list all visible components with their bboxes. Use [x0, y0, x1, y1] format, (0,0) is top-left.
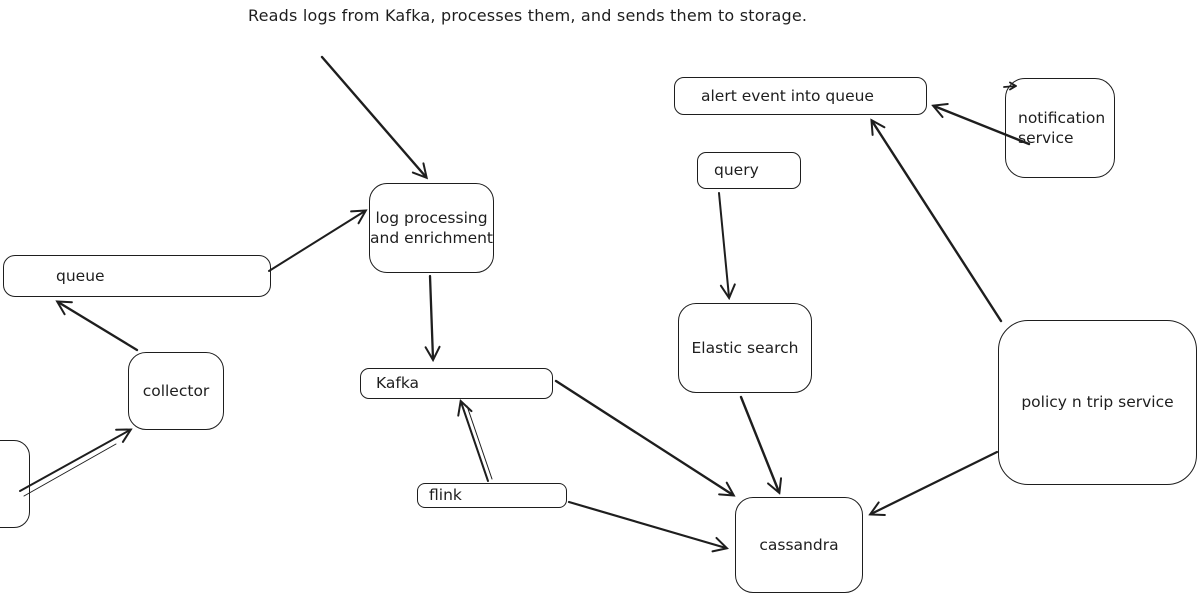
node-kafka-label: Kafka — [376, 374, 420, 393]
node-log-processing-label: log processing and enrichment — [370, 208, 494, 247]
node-kafka[interactable]: Kafka — [360, 368, 553, 399]
node-collector[interactable]: collector — [128, 352, 224, 430]
node-alert-event-queue[interactable]: alert event into queue — [674, 77, 927, 115]
node-notification-service-label: notification service — [1018, 108, 1106, 147]
node-flink[interactable]: flink — [417, 483, 567, 508]
arrow-log-processing-to-kafka[interactable] — [430, 274, 433, 359]
diagram-title: Reads logs from Kafka, processes them, a… — [248, 6, 808, 25]
arrow-query-to-elastic[interactable] — [718, 192, 729, 297]
arrow-source-to-collector-sketch — [23, 443, 117, 497]
node-queue-label: queue — [56, 266, 105, 285]
node-elastic-search-label: Elastic search — [691, 338, 799, 357]
node-query[interactable]: query — [697, 152, 801, 189]
small-arrow-icon[interactable] — [1003, 81, 1017, 91]
node-cassandra-label: cassandra — [759, 535, 839, 554]
node-log-processing[interactable]: log processing and enrichment — [369, 183, 494, 273]
node-collector-label: collector — [142, 381, 210, 400]
arrow-collector-to-queue[interactable] — [58, 302, 139, 352]
node-query-label: query — [714, 161, 759, 180]
arrow-notification-to-alert[interactable] — [934, 106, 1031, 146]
arrow-kafka-to-cassandra[interactable] — [554, 379, 733, 495]
node-policy-trip-service-label: policy n trip service — [1021, 393, 1174, 412]
arrow-policy-to-cassandra[interactable] — [871, 450, 999, 514]
node-elastic-search[interactable]: Elastic search — [678, 303, 812, 393]
arrow-queue-to-log-processing[interactable] — [268, 211, 365, 272]
node-alert-event-queue-label: alert event into queue — [701, 86, 874, 105]
node-flink-label: flink — [429, 486, 462, 505]
node-notification-service[interactable]: notification service — [1005, 78, 1115, 178]
arrow-elastic-to-cassandra[interactable] — [739, 395, 779, 492]
arrow-flink-to-kafka[interactable] — [461, 402, 489, 482]
arrow-policy-to-alert[interactable] — [872, 121, 1003, 323]
node-queue[interactable]: queue — [3, 255, 271, 297]
arrow-title-to-log-processing[interactable] — [320, 55, 426, 177]
arrow-source-to-collector[interactable] — [19, 430, 130, 492]
node-source-partial[interactable] — [0, 440, 30, 528]
node-cassandra[interactable]: cassandra — [735, 497, 863, 593]
arrow-flink-to-kafka-sketch — [466, 405, 493, 480]
node-policy-trip-service[interactable]: policy n trip service — [998, 320, 1197, 485]
arrow-flink-to-cassandra[interactable] — [567, 500, 726, 548]
